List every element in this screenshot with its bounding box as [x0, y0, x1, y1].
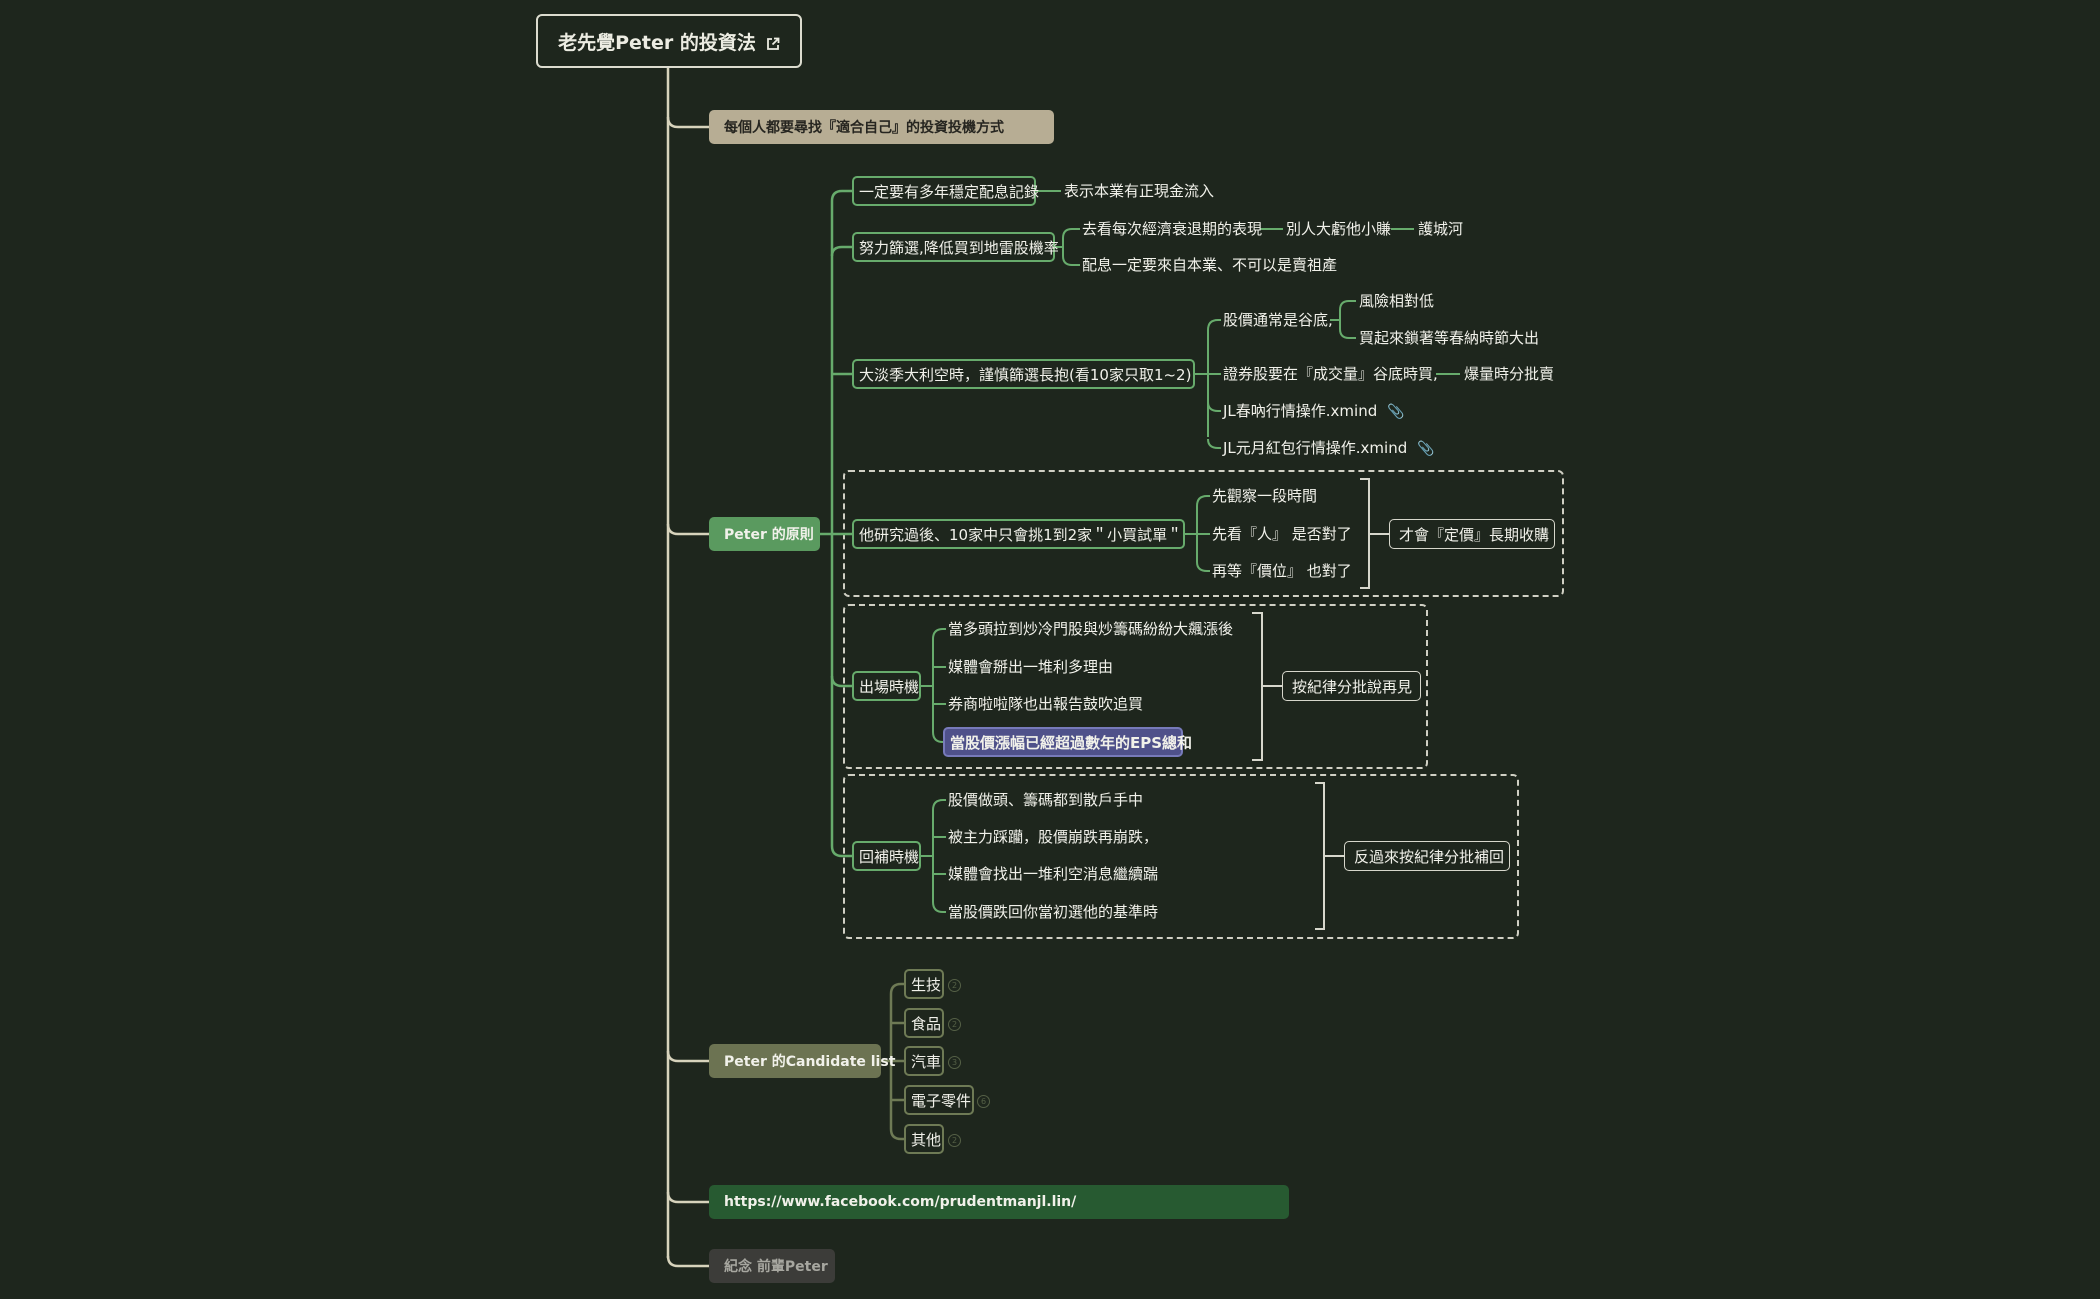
url-label[interactable]: https://www.facebook.com/prudentmanjl.li… — [724, 1194, 1077, 1210]
attachment-file-2-label: JL元月紅包行情操作.xmind — [1223, 439, 1408, 457]
candidate-food[interactable]: 食品 — [904, 1008, 944, 1038]
rebuy-child-top[interactable]: 股價做頭、籌碼都到散戶手中 — [948, 791, 1144, 809]
memorial-topic[interactable]: 紀念 前輩Peter — [709, 1249, 835, 1283]
root-title: 老先覺Peter 的投資法 — [558, 31, 756, 54]
candidates-topic[interactable]: Peter 的Candidate list — [709, 1044, 895, 1078]
bear-market-label: 大淡季大利空時，謹慎篩選長抱(看10家只取1~2) — [859, 365, 1192, 384]
exit-child-brokers[interactable]: 券商啦啦隊也出報告鼓吹追買 — [948, 695, 1144, 713]
bear-market-topic[interactable]: 大淡季大利空時，謹慎篩選長抱(看10家只取1~2) — [852, 359, 1195, 389]
bear-child-lock-and-wait[interactable]: 買起來鎖著等春納時節大出 — [1359, 329, 1540, 347]
exit-timing-topic[interactable]: 出場時機 — [852, 671, 921, 701]
candidates-label: Peter 的Candidate list — [724, 1054, 896, 1070]
topic-count-badge[interactable]: 2 — [948, 1134, 961, 1147]
topic-count-badge[interactable]: 2 — [948, 1018, 961, 1031]
dividend-label: 一定要有多年穩定配息記錄 — [859, 182, 1040, 201]
screen-label: 努力篩選,降低買到地雷股機率 — [859, 238, 1059, 257]
screen-child-recession[interactable]: 去看每次經濟衰退期的表現 — [1082, 220, 1263, 238]
dividend-topic[interactable]: 一定要有多年穩定配息記錄 — [852, 176, 1040, 206]
screen-child-dividend-source[interactable]: 配息一定要來自本業、不可以是賣祖產 — [1082, 256, 1338, 274]
rebuy-summary[interactable]: 反過來按紀律分批補回 — [1344, 841, 1510, 871]
exit-child-media[interactable]: 媒體會掰出一堆利多理由 — [948, 658, 1114, 676]
candidate-label: 其他 — [911, 1130, 942, 1149]
bear-child-broker-stocks[interactable]: 證券股要在『成交量』谷底時買, — [1223, 365, 1438, 383]
screen-child-others-lose[interactable]: 別人大虧他小賺 — [1286, 220, 1392, 238]
bear-child-low-risk[interactable]: 風險相對低 — [1359, 292, 1435, 310]
rebuy-child-baseline[interactable]: 當股價跌回你當初選他的基準時 — [948, 903, 1159, 921]
research-label: 他研究過後、10家中只會挑1到2家＂小買試單＂ — [859, 525, 1183, 544]
exit-summary-label: 按紀律分批說再見 — [1292, 677, 1413, 696]
external-link-icon[interactable] — [766, 34, 780, 50]
topic-count-badge[interactable]: 3 — [948, 1056, 961, 1069]
topic-count-badge[interactable]: 2 — [948, 979, 961, 992]
candidate-label: 食品 — [911, 1014, 942, 1033]
root-topic[interactable]: 老先覺Peter 的投資法 — [536, 14, 802, 68]
principles-topic[interactable]: Peter 的原則 — [709, 517, 820, 551]
principles-label: Peter 的原則 — [724, 527, 814, 543]
exit-timing-label: 出場時機 — [859, 677, 920, 696]
rebuy-child-media[interactable]: 媒體會找出一堆利空消息繼續踹 — [948, 865, 1159, 883]
candidate-label: 生技 — [911, 975, 942, 994]
rebuy-child-crash[interactable]: 被主力踩躪，股價崩跌再崩跌， — [948, 828, 1159, 846]
candidate-label: 電子零件 — [911, 1091, 972, 1110]
candidate-biotech[interactable]: 生技 — [904, 969, 944, 999]
candidate-electronic-parts[interactable]: 電子零件 — [904, 1085, 974, 1115]
research-child-price[interactable]: 再等『價位』 也對了 — [1212, 562, 1352, 580]
research-topic[interactable]: 他研究過後、10家中只會挑1到2家＂小買試單＂ — [852, 519, 1185, 549]
rebuy-timing-label: 回補時機 — [859, 847, 920, 866]
research-summary[interactable]: 才會『定價』長期收購 — [1389, 519, 1555, 549]
bear-child-price-bottom[interactable]: 股價通常是谷底, — [1223, 311, 1333, 329]
url-topic[interactable]: https://www.facebook.com/prudentmanjl.li… — [709, 1185, 1289, 1219]
candidate-auto[interactable]: 汽車 — [904, 1046, 944, 1076]
memorial-label: 紀念 前輩Peter — [724, 1259, 828, 1275]
candidate-label: 汽車 — [911, 1052, 942, 1071]
research-summary-label: 才會『定價』長期收購 — [1399, 525, 1550, 544]
screen-child-moat[interactable]: 護城河 — [1418, 220, 1464, 238]
intro-topic[interactable]: 每個人都要尋找『適合自己』的投資投機方式 — [709, 110, 1054, 144]
rebuy-summary-label: 反過來按紀律分批補回 — [1354, 847, 1505, 866]
exit-summary[interactable]: 按紀律分批說再見 — [1282, 671, 1421, 701]
intro-label: 每個人都要尋找『適合自己』的投資投機方式 — [724, 120, 1004, 136]
research-child-observe[interactable]: 先觀察一段時間 — [1212, 487, 1318, 505]
screen-topic[interactable]: 努力篩選,降低買到地雷股機率 — [852, 232, 1059, 262]
exit-child-rally[interactable]: 當多頭拉到炒冷門股與炒籌碼紛紛大飆漲後 — [948, 620, 1234, 638]
topic-count-badge[interactable]: 6 — [977, 1095, 990, 1108]
research-child-people[interactable]: 先看『人』 是否對了 — [1212, 525, 1352, 543]
candidate-others[interactable]: 其他 — [904, 1124, 944, 1154]
exit-child-eps-label: 當股價漲幅已經超過數年的EPS總和 — [950, 733, 1193, 752]
paperclip-icon[interactable]: 📎 — [1387, 404, 1405, 420]
dividend-child[interactable]: 表示本業有正現金流入 — [1064, 182, 1215, 200]
attachment-file-1[interactable]: JL春吶行情操作.xmind 📎 — [1223, 401, 1405, 422]
rebuy-timing-topic[interactable]: 回補時機 — [852, 841, 921, 871]
exit-child-eps-highlight[interactable]: 當股價漲幅已經超過數年的EPS總和 — [943, 727, 1192, 757]
attachment-file-2[interactable]: JL元月紅包行情操作.xmind 📎 — [1223, 438, 1435, 459]
paperclip-icon[interactable]: 📎 — [1417, 441, 1435, 457]
bear-child-sell-on-volume[interactable]: 爆量時分批賣 — [1464, 365, 1555, 383]
attachment-file-1-label: JL春吶行情操作.xmind — [1223, 402, 1378, 420]
